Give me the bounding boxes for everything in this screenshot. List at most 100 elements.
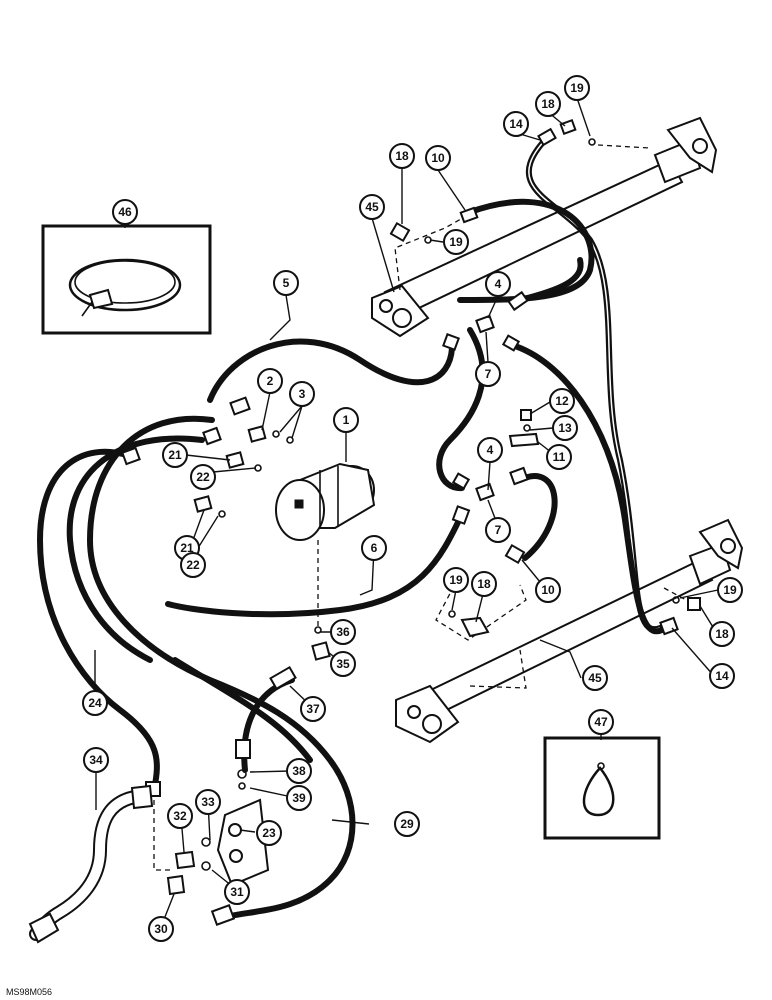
- callout-30: 30: [148, 916, 174, 942]
- callout-18: 18: [389, 143, 415, 169]
- callout-23: 23: [256, 820, 282, 846]
- callout-1: 1: [333, 407, 359, 433]
- callout-45: 45: [582, 665, 608, 691]
- svg-text:10: 10: [431, 151, 445, 165]
- callout-19: 19: [564, 75, 590, 101]
- callout-21: 21: [162, 442, 188, 468]
- svg-text:18: 18: [715, 627, 729, 641]
- svg-text:22: 22: [186, 558, 200, 572]
- valve-block: [153, 798, 270, 896]
- callout-12: 12: [549, 388, 575, 414]
- svg-text:4: 4: [495, 277, 502, 291]
- lower-lift-cylinder: [395, 518, 744, 744]
- svg-text:45: 45: [588, 671, 602, 685]
- svg-text:1: 1: [343, 413, 350, 427]
- callout-45: 45: [359, 194, 385, 220]
- callout-36: 36: [330, 619, 356, 645]
- svg-text:32: 32: [173, 809, 187, 823]
- callout-19: 19: [443, 229, 469, 255]
- svg-text:19: 19: [449, 573, 463, 587]
- svg-text:21: 21: [168, 448, 182, 462]
- callout-5: 5: [273, 270, 299, 296]
- callout-32: 32: [167, 803, 193, 829]
- svg-text:5: 5: [283, 276, 290, 290]
- callout-18: 18: [709, 621, 735, 647]
- callout-14: 14: [503, 111, 529, 137]
- callout-39: 39: [286, 785, 312, 811]
- callout-37: 37: [300, 696, 326, 722]
- svg-text:47: 47: [594, 715, 608, 729]
- svg-text:6: 6: [371, 541, 378, 555]
- callout-10: 10: [425, 145, 451, 171]
- svg-text:19: 19: [723, 583, 737, 597]
- svg-text:2: 2: [267, 374, 274, 388]
- svg-text:10: 10: [541, 583, 555, 597]
- inset-46-clamp: [41, 224, 212, 335]
- svg-text:45: 45: [365, 200, 379, 214]
- svg-text:19: 19: [449, 235, 463, 249]
- svg-text:24: 24: [88, 696, 102, 710]
- svg-text:38: 38: [292, 764, 306, 778]
- svg-text:30: 30: [154, 922, 168, 936]
- svg-text:31: 31: [230, 885, 244, 899]
- callout-19: 19: [717, 577, 743, 603]
- svg-text:7: 7: [485, 367, 492, 381]
- inset-47-strap: [543, 736, 661, 840]
- callout-34: 34: [83, 747, 109, 773]
- svg-text:22: 22: [196, 470, 210, 484]
- svg-text:14: 14: [509, 117, 523, 131]
- svg-text:11: 11: [553, 450, 566, 464]
- callout-7: 7: [475, 361, 501, 387]
- callout-22: 22: [190, 464, 216, 490]
- callout-2: 2: [257, 368, 283, 394]
- svg-text:14: 14: [715, 669, 729, 683]
- svg-text:36: 36: [336, 625, 350, 639]
- svg-text:39: 39: [292, 791, 306, 805]
- callout-35: 35: [330, 651, 356, 677]
- callout-33: 33: [195, 789, 221, 815]
- callout-46: 46: [112, 199, 138, 225]
- svg-text:13: 13: [558, 421, 572, 435]
- svg-text:37: 37: [306, 702, 320, 716]
- fittings: [121, 118, 701, 926]
- hydraulic-pump: [275, 462, 376, 630]
- callout-7: 7: [485, 517, 511, 543]
- callout-19: 19: [443, 567, 469, 593]
- callout-13: 13: [552, 415, 578, 441]
- svg-text:46: 46: [118, 205, 132, 219]
- callout-6: 6: [361, 535, 387, 561]
- callout-38: 38: [286, 758, 312, 784]
- svg-text:34: 34: [89, 753, 103, 767]
- drawing-code: MS98M056: [6, 987, 52, 997]
- callout-29: 29: [394, 811, 420, 837]
- callout-47: 47: [588, 709, 614, 735]
- callout-18: 18: [535, 91, 561, 117]
- svg-text:21: 21: [180, 541, 194, 555]
- callout-10: 10: [535, 577, 561, 603]
- svg-text:18: 18: [477, 577, 491, 591]
- callout-4: 4: [477, 437, 503, 463]
- upper-lift-cylinder: [371, 116, 718, 338]
- svg-text:4: 4: [487, 443, 494, 457]
- callout-22: 22: [180, 552, 206, 578]
- callout-24: 24: [82, 690, 108, 716]
- svg-text:18: 18: [395, 149, 409, 163]
- callout-31: 31: [224, 879, 250, 905]
- svg-text:19: 19: [570, 81, 584, 95]
- callout-14: 14: [709, 663, 735, 689]
- svg-text:33: 33: [201, 795, 215, 809]
- callout-4: 4: [485, 271, 511, 297]
- svg-text:23: 23: [262, 826, 276, 840]
- tube-assembly: [28, 784, 154, 944]
- svg-text:3: 3: [299, 387, 306, 401]
- svg-text:35: 35: [336, 657, 350, 671]
- callout-18: 18: [471, 571, 497, 597]
- callout-11: 11: [546, 444, 572, 470]
- svg-text:7: 7: [495, 523, 502, 537]
- svg-text:29: 29: [400, 817, 414, 831]
- callouts: 1 2 3 4 4 5 6 7 7 10 10 11 12 13 14 14 1…: [82, 75, 743, 942]
- svg-text:12: 12: [555, 394, 569, 408]
- callout-3: 3: [289, 381, 315, 407]
- svg-text:18: 18: [541, 97, 555, 111]
